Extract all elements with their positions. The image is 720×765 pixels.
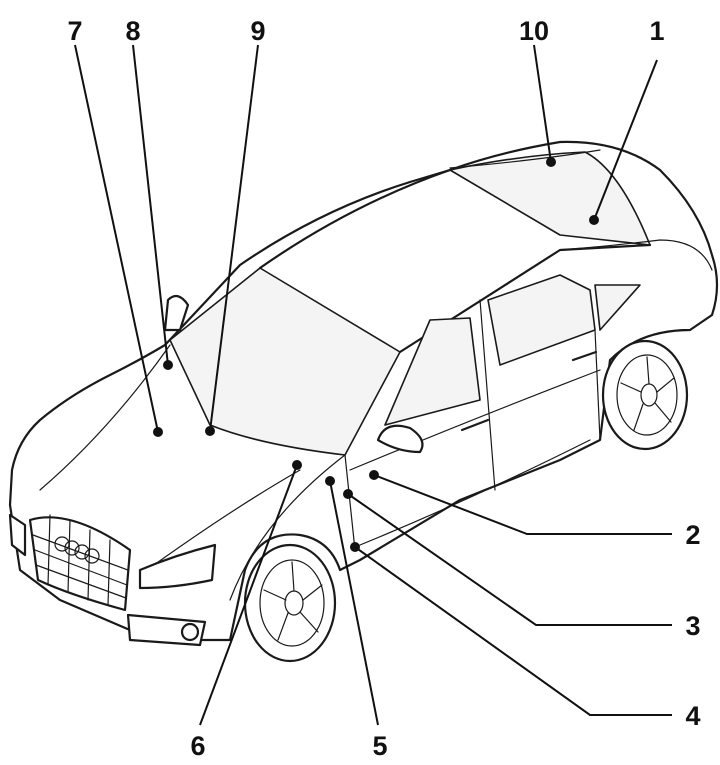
callout-labels: 1 2 3 4 5 6 7 8 9 10 <box>67 16 700 761</box>
callout-number-4: 4 <box>685 701 700 731</box>
grille <box>28 516 132 612</box>
callout-dots <box>153 157 599 552</box>
callout-dot-5 <box>325 476 335 486</box>
leader-line-3 <box>347 493 672 626</box>
callout-dot-6 <box>292 460 302 470</box>
trunk-line-2 <box>449 149 601 169</box>
grille-bars <box>32 514 129 606</box>
leader-line-5 <box>329 480 379 726</box>
leader-line-4 <box>354 546 672 716</box>
callout-number-3: 3 <box>685 611 700 641</box>
rear-side-window <box>487 274 596 366</box>
sill-line <box>359 439 591 546</box>
callout-dot-8 <box>163 360 173 370</box>
callout-dot-9 <box>205 426 215 436</box>
callout-number-10: 10 <box>519 16 549 46</box>
leader-line-2 <box>373 474 672 535</box>
front-wheel <box>243 543 337 663</box>
front-side-window <box>384 317 481 426</box>
callout-dot-4 <box>350 542 360 552</box>
callout-number-8: 8 <box>125 16 140 46</box>
leader-line-7 <box>74 44 159 433</box>
side-mirror-left <box>163 294 190 332</box>
fender-line <box>139 469 301 576</box>
front-door-line <box>344 299 496 551</box>
callout-dot-2 <box>369 470 379 480</box>
callout-dot-3 <box>343 489 353 499</box>
leader-lines <box>74 44 672 726</box>
headlight-right <box>138 543 217 590</box>
callout-dot-7 <box>153 427 163 437</box>
leader-line-1 <box>593 59 658 221</box>
front-door-handle <box>460 418 490 432</box>
callout-number-9: 9 <box>250 16 265 46</box>
leader-line-6 <box>199 464 298 726</box>
callout-number-2: 2 <box>685 520 700 550</box>
rear-door-handle <box>571 350 598 362</box>
side-mirror-right <box>376 424 424 454</box>
brand-logo <box>54 536 100 564</box>
callout-number-5: 5 <box>372 731 387 761</box>
side-crease <box>349 369 601 471</box>
callout-dot-1 <box>589 215 599 225</box>
callout-dot-10 <box>546 157 556 167</box>
hood-line <box>39 344 171 491</box>
trunk-line <box>559 239 713 271</box>
rear-wheel <box>601 339 689 451</box>
leader-line-9 <box>209 44 259 432</box>
callout-number-1: 1 <box>649 16 664 46</box>
fog-light <box>180 622 200 642</box>
car-illustration <box>8 140 719 663</box>
quarter-window <box>594 284 641 331</box>
callout-number-7: 7 <box>67 16 82 46</box>
leader-line-8 <box>132 44 169 366</box>
hood-line-2 <box>229 454 346 601</box>
headlight-left <box>8 513 27 557</box>
callout-number-6: 6 <box>190 731 205 761</box>
leader-line-10 <box>533 44 552 163</box>
rear-door-line <box>594 329 601 441</box>
